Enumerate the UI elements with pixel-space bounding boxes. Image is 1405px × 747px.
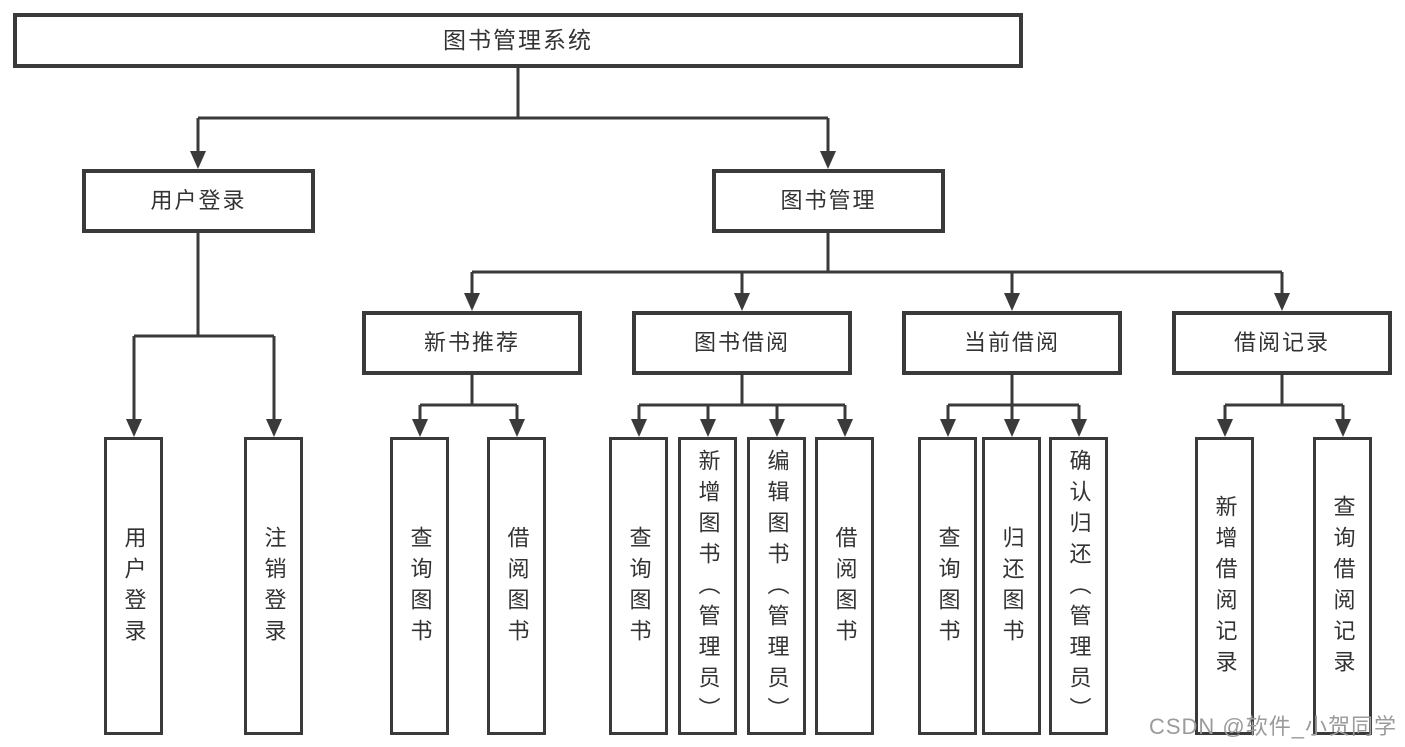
leaf-edit-book-admin: 编辑图书（管理员） xyxy=(747,437,806,735)
leaf-borrow-books: 借阅图书 xyxy=(815,437,874,735)
leaf-confirm-return-admin: 确认归还（管理员） xyxy=(1049,437,1108,735)
node-borrow-record: 借阅记录 xyxy=(1172,311,1392,375)
csdn-watermark: CSDN @软件_小贺同学 xyxy=(1148,714,1397,739)
node-current-borrow: 当前借阅 xyxy=(902,311,1122,375)
leaf-query-books-recommend: 查询图书 xyxy=(390,437,449,735)
leaf-borrow-books-recommend: 借阅图书 xyxy=(487,437,546,735)
leaf-query-borrow-record: 查询借阅记录 xyxy=(1313,437,1372,735)
leaf-query-books-borrow: 查询图书 xyxy=(609,437,668,735)
leaf-logout-login: 注销登录 xyxy=(244,437,303,735)
leaf-user-login: 用户登录 xyxy=(104,437,163,735)
arrowheads xyxy=(126,151,1351,437)
node-library-management-system: 图书管理系统 xyxy=(13,13,1023,68)
leaf-add-book-admin: 新增图书（管理员） xyxy=(678,437,737,735)
leaf-query-books-current: 查询图书 xyxy=(918,437,977,735)
leaf-return-book: 归还图书 xyxy=(982,437,1041,735)
leaf-add-borrow-record: 新增借阅记录 xyxy=(1195,437,1254,735)
node-book-management: 图书管理 xyxy=(712,169,945,233)
node-book-borrow: 图书借阅 xyxy=(632,311,852,375)
node-user-login: 用户登录 xyxy=(82,169,315,233)
node-new-book-recommend: 新书推荐 xyxy=(362,311,582,375)
